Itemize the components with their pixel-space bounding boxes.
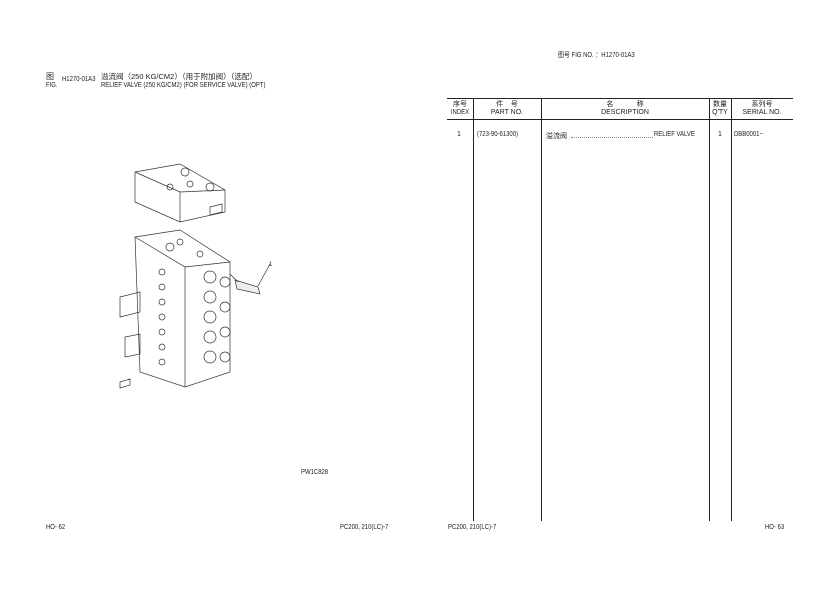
callout-number: 1 [269,262,273,268]
page-number-left: HO- 62 [46,524,66,531]
relief-valve-illustration [119,163,271,389]
fig-no-header: 图号 FIG NO. ：H1270-01A3 [558,52,635,59]
page-number-right: HO- 63 [765,524,785,531]
cell-index: 1 [457,131,461,138]
model-right: PC200, 210(LC)-7 [448,524,497,531]
model-left: PC200, 210(LC)-7 [340,524,389,531]
leader-dots [571,137,653,138]
cell-serial: DBB0001~ [734,131,763,138]
figure-title-en: RELIEF VALVE (250 KG/CM2) (FOR SERVICE V… [101,82,266,89]
cell-desc-cn: 溢流阀 [546,133,567,140]
fig-number: H1270-01A3 [62,76,96,83]
fig-label-cn: 图 [46,72,54,81]
cell-qty: 1 [718,131,722,138]
fig-label-en: FIG. [46,82,58,89]
figure-title-cn: 溢流阀（250 KG/CM2）（用于附加阀）（选配） [101,72,257,81]
cell-desc-en: RELIEF VALVE [654,131,695,138]
illustration-code: PW1C828 [301,469,329,476]
cell-part-no: (723-90-61300) [477,131,519,138]
table-header [447,99,793,120]
